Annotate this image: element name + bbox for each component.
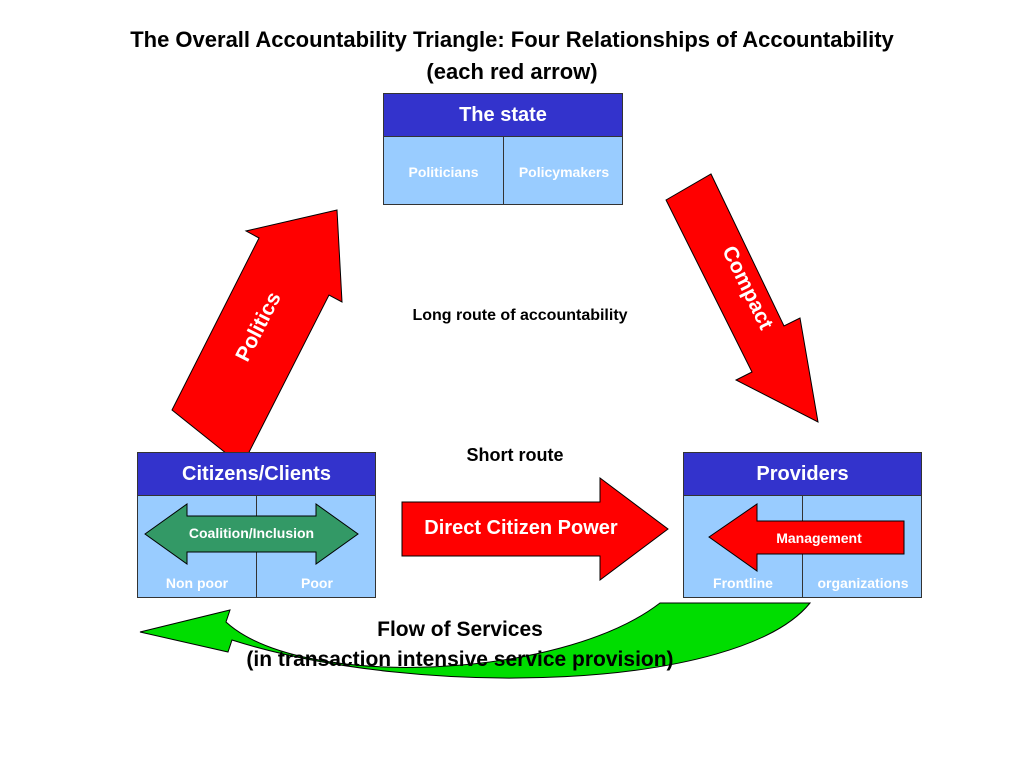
state-politicians: Politicians [408, 164, 479, 180]
direct-citizen-power-label: Direct Citizen Power [424, 517, 618, 539]
flow-of-services-arrow [139, 602, 812, 679]
coalition-inclusion-arrow [144, 503, 359, 565]
state-policymakers: Policymakers [518, 164, 610, 180]
citizens-header: Citizens/Clients [138, 453, 375, 496]
direct-citizen-power-arrow [401, 477, 669, 581]
citizens-poor: Poor [301, 575, 333, 591]
providers-organizations: organizations [817, 575, 909, 591]
providers-header: Providers [684, 453, 921, 496]
citizens-non-poor: Non poor [165, 575, 229, 591]
long-route-label: Long route of accountability [412, 307, 628, 324]
state-header: The state [384, 94, 622, 137]
page-title: The Overall Accountability Triangle: Fou… [0, 24, 1024, 88]
state-divider [503, 137, 504, 204]
flow-of-services-label: Flow of Services [377, 618, 543, 641]
politics-arrow [171, 209, 343, 467]
management-label: Management [776, 530, 862, 546]
coalition-inclusion-label: Coalition/Inclusion [188, 525, 315, 541]
management-arrow [708, 503, 905, 572]
short-route-label: Short route [466, 445, 564, 465]
state-box: The state Politicians Policymakers [383, 93, 623, 205]
title-line-1: The Overall Accountability Triangle: Fou… [130, 27, 894, 52]
providers-frontline: Frontline [713, 575, 773, 591]
flow-of-services-sublabel: (in transaction intensive service provis… [246, 648, 674, 671]
title-line-2: (each red arrow) [426, 59, 598, 84]
compact-arrow [665, 173, 819, 423]
